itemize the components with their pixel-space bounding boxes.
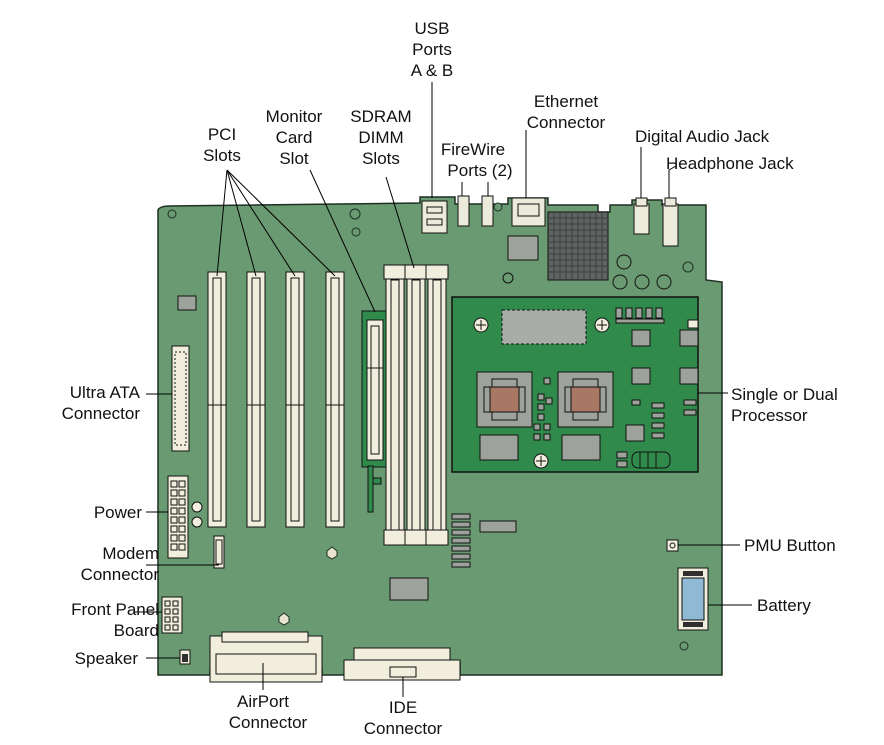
processor-2 <box>557 371 614 428</box>
firewire-port-1 <box>457 195 470 227</box>
label-speaker: Speaker <box>75 649 139 668</box>
label-ethernet-1: Ethernet <box>534 92 599 111</box>
label-processor-1: Single or Dual <box>731 385 838 404</box>
ide-connector <box>343 647 461 681</box>
label-monitor-1: Monitor <box>266 107 323 126</box>
label-sdram-3: Slots <box>362 149 400 168</box>
mounting-holes <box>167 202 694 651</box>
label-ultra-ata-1: Ultra ATA <box>70 383 141 402</box>
leader-lines <box>135 82 752 697</box>
firewire-port-2 <box>481 195 494 227</box>
label-usb-2: Ports <box>412 40 452 59</box>
label-usb-1: USB <box>415 19 450 38</box>
label-sdram-1: SDRAM <box>350 107 411 126</box>
misc-chips <box>389 513 517 601</box>
label-ide-1: IDE <box>389 698 417 717</box>
label-power: Power <box>94 503 143 522</box>
label-digital-audio: Digital Audio Jack <box>635 127 770 146</box>
label-front-panel-1: Front Panel <box>71 600 159 619</box>
processor-card-chip-top <box>501 309 587 345</box>
usb-ports-connector <box>421 200 448 234</box>
processor-card <box>451 296 699 473</box>
mount-screw <box>473 317 610 469</box>
label-sdram-2: DIMM <box>358 128 403 147</box>
rear-ports <box>421 195 679 247</box>
capacitor-bank <box>631 451 671 469</box>
speaker-connector <box>179 649 191 665</box>
label-monitor-2: Card <box>276 128 313 147</box>
power-connector <box>167 475 203 559</box>
dimm-slot-3 <box>425 264 449 546</box>
front-panel-connector <box>161 596 183 634</box>
pci-slot-2 <box>246 271 266 528</box>
label-airport-2: Connector <box>229 713 308 732</box>
label-ultra-ata-2: Connector <box>62 404 141 423</box>
small-chip <box>177 295 197 311</box>
label-pmu: PMU Button <box>744 536 836 555</box>
pci-slot-4 <box>325 271 345 528</box>
hex-screw-2 <box>278 612 290 626</box>
label-pci-1: PCI <box>208 125 236 144</box>
pci-slot-3 <box>285 271 305 528</box>
digital-audio-jack <box>633 203 650 235</box>
headphone-jack <box>662 203 679 247</box>
heatsink-chip <box>502 211 672 290</box>
label-processor-2: Processor <box>731 406 808 425</box>
pci-slot-1 <box>207 271 227 528</box>
label-firewire-2: Ports (2) <box>447 161 512 180</box>
modem-connector <box>213 535 225 569</box>
label-airport-1: AirPort <box>237 692 289 711</box>
ethernet-connector <box>511 197 546 227</box>
hex-screw-1 <box>326 546 338 560</box>
label-modem-2: Connector <box>81 565 160 584</box>
label-modem-1: Modem <box>102 544 159 563</box>
label-firewire-1: FireWire <box>441 140 505 159</box>
battery <box>677 567 709 631</box>
label-front-panel-2: Board <box>114 621 159 640</box>
pci-slots <box>207 271 345 528</box>
labels: USB Ports A & B Ethernet Connector PCI S… <box>62 19 838 738</box>
label-battery: Battery <box>757 596 811 615</box>
ultra-ata-connector <box>171 345 190 452</box>
dimm-slot-2 <box>404 264 428 546</box>
sdram-dimm-slots <box>383 264 449 546</box>
label-headphone: Headphone Jack <box>666 154 794 173</box>
processor-1 <box>476 371 533 428</box>
label-ethernet-2: Connector <box>527 113 606 132</box>
label-ide-2: Connector <box>364 719 443 738</box>
airport-connector <box>209 631 323 683</box>
pmu-button <box>666 539 679 552</box>
label-pci-2: Slots <box>203 146 241 165</box>
label-monitor-3: Slot <box>279 149 309 168</box>
dimm-slot-1 <box>383 264 407 546</box>
label-usb-3: A & B <box>411 61 454 80</box>
